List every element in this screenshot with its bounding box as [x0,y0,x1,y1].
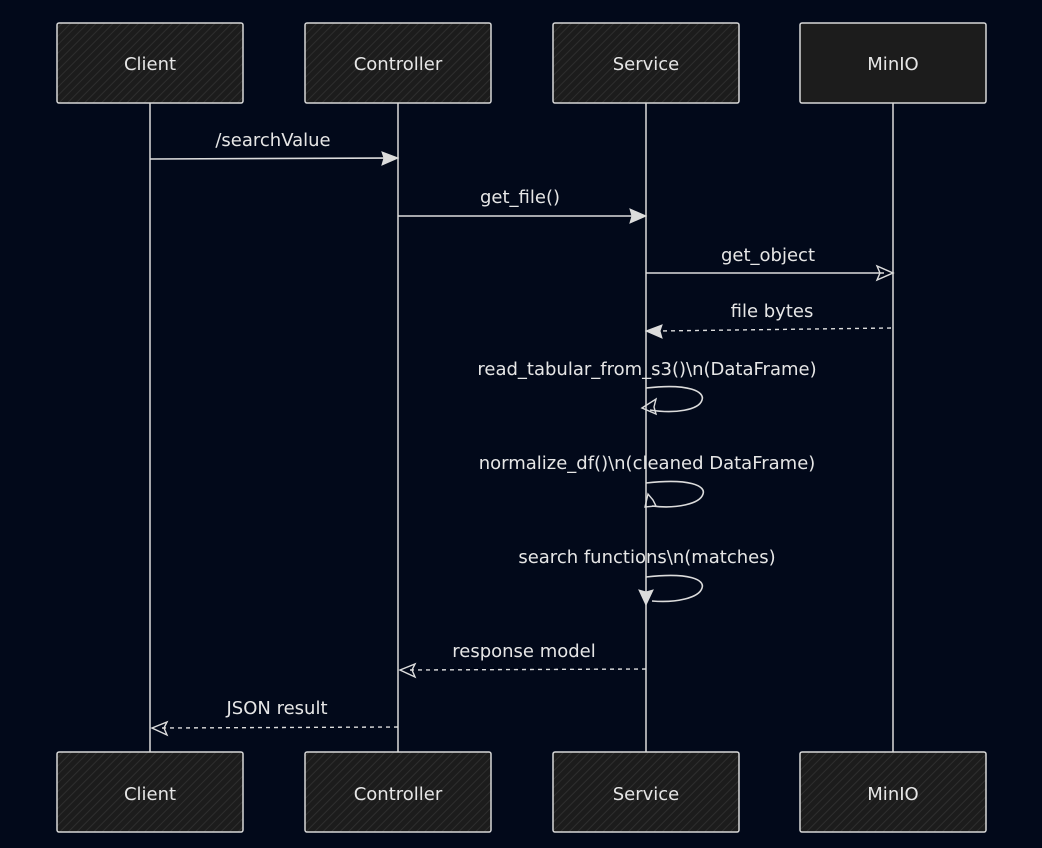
participant-label: MinIO [867,784,918,805]
self-message-read-tabular: read_tabular_from_s3()\n(DataFrame) [477,359,817,416]
message-response-model: response model [398,641,647,679]
message-label: /searchValue [215,130,330,151]
participant-bottom-client[interactable]: Client [56,751,244,833]
participant-bottom-service[interactable]: Service [552,751,740,833]
participant-top-minio[interactable]: MinIO [799,22,987,104]
participant-label: Service [613,54,680,75]
participant-label: Client [124,54,176,75]
message-search-value: /searchValue [149,130,400,166]
participant-bottom-minio[interactable]: MinIO [799,751,987,833]
message-get-file: get_file() [398,187,648,224]
message-label: get_object [721,245,815,266]
message-label: response model [452,641,596,662]
participant-top-client[interactable]: Client [56,22,244,104]
message-label: read_tabular_from_s3()\n(DataFrame) [477,359,816,380]
participant-bottom-controller[interactable]: Controller [304,751,492,833]
self-message-search-functions: search functions\n(matches) [518,547,776,607]
message-label: get_file() [480,187,560,208]
participant-label: Service [613,784,680,805]
message-json-result: JSON result [150,698,399,737]
message-label: normalize_df()\n(cleaned DataFrame) [479,453,816,474]
participant-label: MinIO [867,54,918,75]
message-label: file bytes [731,301,814,322]
participant-label: Controller [354,784,443,805]
message-label: JSON result [225,698,327,719]
message-get-object: get_object [646,245,895,282]
message-file-bytes: file bytes [644,301,892,339]
participant-label: Controller [354,54,443,75]
participant-top-service[interactable]: Service [552,22,740,104]
participant-top-controller[interactable]: Controller [304,22,492,104]
message-label: search functions\n(matches) [518,547,775,568]
self-message-normalize-df: normalize_df()\n(cleaned DataFrame) [479,453,816,508]
participant-label: Client [124,784,176,805]
